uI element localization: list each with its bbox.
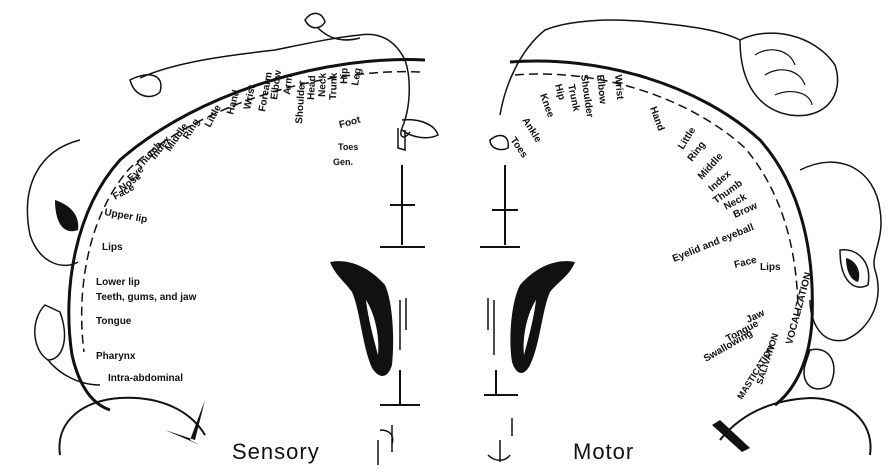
motor-label-hand: Hand bbox=[647, 105, 666, 132]
motor-label-mastication: MASTICATION bbox=[735, 343, 776, 401]
motor-label-knee: Knee bbox=[537, 92, 556, 119]
motor-label-wrist: Wrist bbox=[612, 74, 625, 100]
sensory-hemisphere bbox=[27, 13, 438, 465]
sensory-labels: Little Ring Middle Index Thumb Eye Nose … bbox=[96, 67, 364, 464]
sensory-label-tongue: Tongue bbox=[96, 316, 132, 327]
sensory-label-wrist: Wrist bbox=[242, 83, 258, 110]
motor-label-hip: Hip bbox=[552, 83, 567, 101]
motor-label-lips: Lips bbox=[760, 262, 781, 273]
sensory-label-lower-lip: Lower lip bbox=[96, 277, 140, 288]
sensory-label-leg: Leg bbox=[350, 67, 364, 86]
sensory-title: Sensory bbox=[232, 439, 320, 464]
motor-label-elbow: Elbow bbox=[594, 74, 608, 105]
sensory-label-upper-lip: Upper lip bbox=[103, 207, 148, 225]
sensory-label-little: Little bbox=[203, 103, 224, 130]
sensory-ventricle bbox=[330, 261, 393, 376]
motor-label-ankle: Ankle bbox=[519, 116, 543, 145]
sensory-label-foot: Foot bbox=[338, 114, 362, 130]
sensory-label-neck: Neck bbox=[317, 72, 329, 97]
motor-ventricle bbox=[510, 261, 575, 373]
sensory-label-arm: Arm bbox=[282, 74, 295, 95]
motor-label-toes: Toes bbox=[508, 135, 530, 160]
sensory-label-hand: Hand bbox=[225, 89, 242, 116]
motor-label-face: Face bbox=[733, 255, 758, 271]
motor-hemisphere bbox=[480, 20, 881, 462]
sensory-label-teeth-gums-jaw: Teeth, gums, and jaw bbox=[96, 292, 197, 303]
sensory-label-lips: Lips bbox=[102, 242, 123, 253]
motor-label-shoulder: Shoulder bbox=[578, 74, 595, 119]
motor-title: Motor bbox=[573, 439, 634, 464]
sensory-label-intra-abdominal: Intra-abdominal bbox=[108, 373, 183, 384]
sensory-label-hip: Hip bbox=[339, 68, 351, 84]
sensory-label-gen: Gen. bbox=[333, 157, 353, 167]
sensory-label-trunk: Trunk bbox=[328, 72, 340, 100]
sensory-label-pharynx: Pharynx bbox=[96, 351, 136, 362]
sensory-label-toes: Toes bbox=[338, 142, 358, 152]
